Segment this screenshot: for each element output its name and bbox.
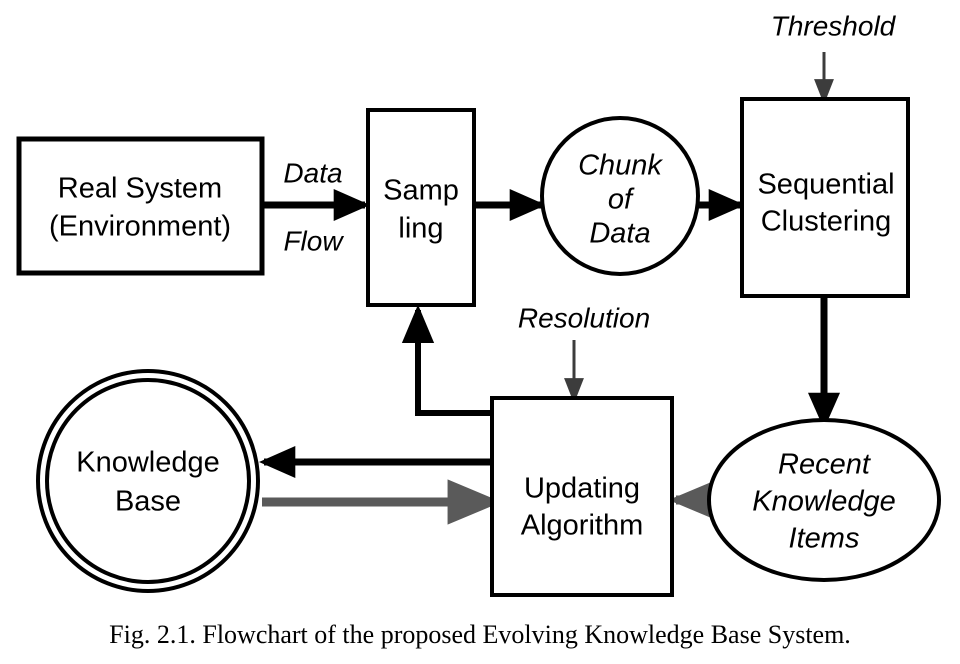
node-shape-rect <box>740 97 910 298</box>
node-updating-algorithm[interactable]: Updating Algorithm <box>490 396 674 597</box>
input-label-threshold: Threshold <box>771 10 897 41</box>
node-label-line1: Recent <box>778 449 872 481</box>
node-sampling[interactable]: Samp ling <box>366 108 476 307</box>
node-label-line3: Data <box>589 218 650 250</box>
edge-label-data: Data <box>283 157 342 188</box>
node-label-line2: (Environment) <box>49 211 231 243</box>
node-label-line1: Real System <box>58 173 222 205</box>
node-label-line2: of <box>608 184 635 216</box>
node-shape-inner-circle <box>45 378 251 584</box>
node-shape-ellipse <box>707 418 941 582</box>
node-label-line2: Algorithm <box>521 510 644 542</box>
node-label-line1: Chunk <box>578 150 663 182</box>
node-shape-rect <box>16 136 265 276</box>
edge-label-flow: Flow <box>283 225 344 256</box>
node-chunk-of-data[interactable]: Chunk of Data <box>540 116 700 276</box>
figure-caption: Fig. 2.1. Flowchart of the proposed Evol… <box>109 620 851 649</box>
node-label-line1: Sequential <box>757 169 894 201</box>
node-label-line2: Base <box>115 486 181 518</box>
edge-updating-algorithm-to-sampling <box>401 304 492 416</box>
node-label-line2: Clustering <box>761 206 892 238</box>
node-label-line1: Updating <box>524 473 640 505</box>
node-shape-circle <box>540 116 700 276</box>
node-label-line2: ling <box>398 213 443 245</box>
node-shape-rect <box>490 396 674 597</box>
input-label-resolution: Resolution <box>518 302 650 333</box>
node-real-system[interactable]: Real System (Environment) <box>16 136 265 276</box>
node-label-line1: Knowledge <box>76 447 220 479</box>
edge-line <box>401 304 492 416</box>
node-label-line3: Items <box>789 523 860 555</box>
node-recent-knowledge-items[interactable]: Recent Knowledge Items <box>707 418 941 582</box>
node-shape-rect <box>366 108 476 307</box>
node-sequential-clustering[interactable]: Sequential Clustering <box>740 97 910 298</box>
node-label-line2: Knowledge <box>752 486 896 518</box>
node-knowledge-base[interactable]: Knowledge Base <box>36 369 260 593</box>
node-label-line1: Samp <box>383 175 459 207</box>
